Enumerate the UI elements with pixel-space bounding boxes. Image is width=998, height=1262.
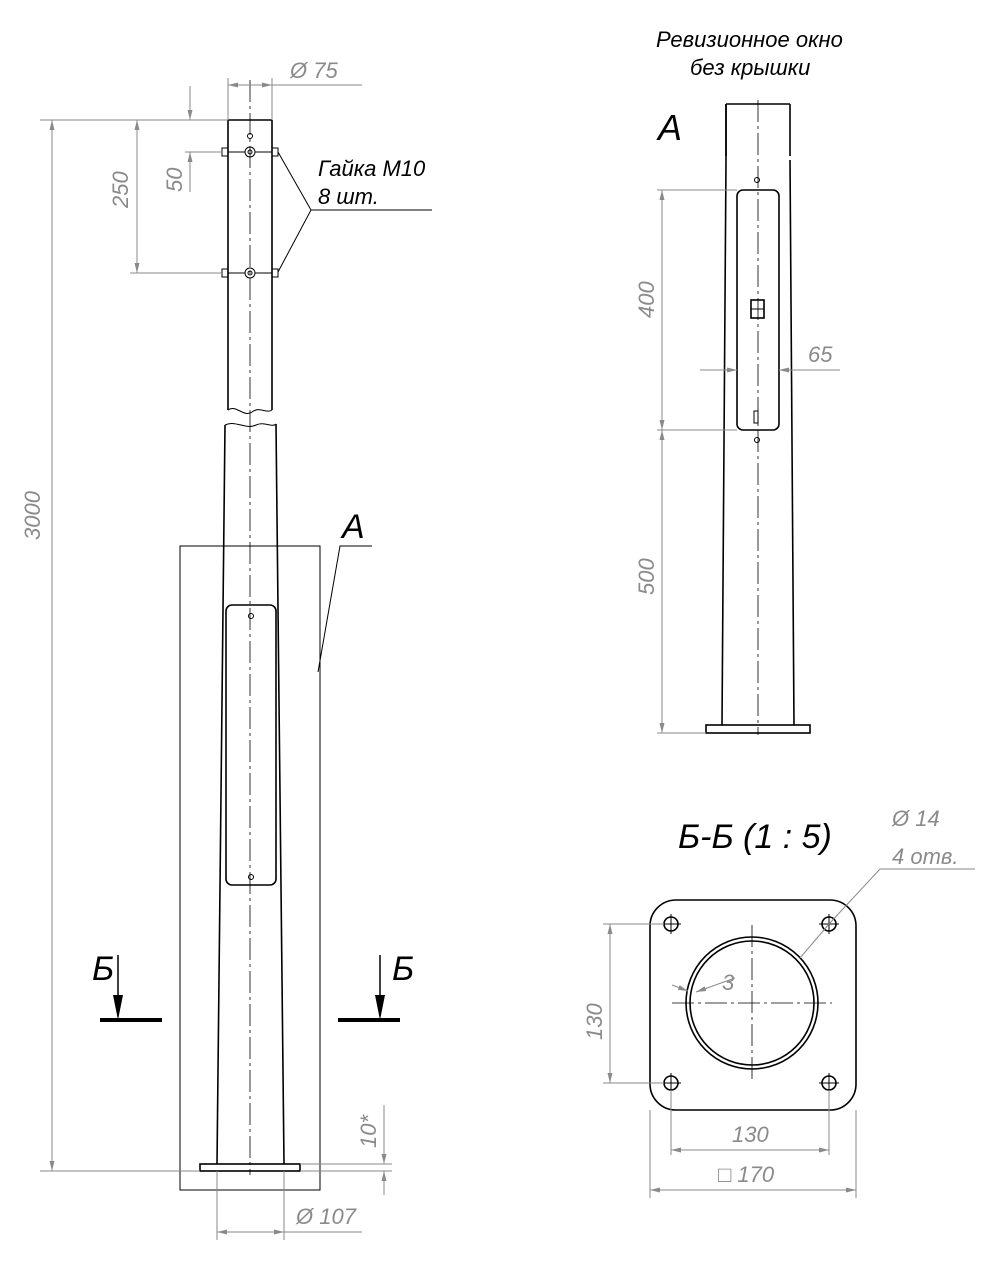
section-label-right: Б — [392, 950, 414, 988]
section-mark-right — [338, 955, 400, 1022]
dim-130-vertical: 130 — [582, 1003, 607, 1040]
dim-diameter-top: Ø 75 — [289, 58, 338, 83]
dim-diameter-base: Ø 107 — [295, 1204, 357, 1229]
nut-label-line2: 8 шт. — [318, 184, 379, 209]
dim-10: 10* — [356, 1114, 381, 1148]
dim-65: 65 — [808, 342, 833, 367]
view-a-detail-label: А — [656, 107, 682, 148]
main-elevation-view — [40, 78, 432, 1240]
dim-500: 500 — [634, 558, 659, 595]
revision-window — [225, 604, 277, 886]
view-a-label: А — [340, 508, 365, 546]
dim-170: □ 170 — [718, 1162, 775, 1187]
revision-window-detail — [736, 189, 780, 431]
section-mark-left — [100, 955, 162, 1022]
view-a-detail — [657, 100, 840, 735]
revision-label-line2: без крышки — [690, 55, 810, 80]
dim-250: 250 — [108, 171, 133, 209]
dim-130-horizontal: 130 — [732, 1122, 769, 1147]
hole-count-label: 4 отв. — [892, 844, 959, 869]
hole-tl — [661, 914, 681, 934]
dim-total-height: 3000 — [20, 490, 45, 540]
base-plate-section — [649, 899, 857, 1111]
dim-3: 3 — [722, 970, 735, 995]
section-title: Б-Б (1 : 5) — [678, 818, 832, 856]
section-bb-view — [603, 868, 975, 1198]
hole-diameter-label: Ø 14 — [891, 806, 940, 831]
detail-a-boundary — [179, 545, 321, 1191]
section-label-left: Б — [92, 950, 114, 988]
dim-50: 50 — [162, 167, 187, 192]
dim-400: 400 — [634, 281, 659, 318]
revision-label-line1: Ревизионное окно — [656, 27, 843, 52]
nut-label-line1: Гайка М10 — [318, 156, 426, 181]
